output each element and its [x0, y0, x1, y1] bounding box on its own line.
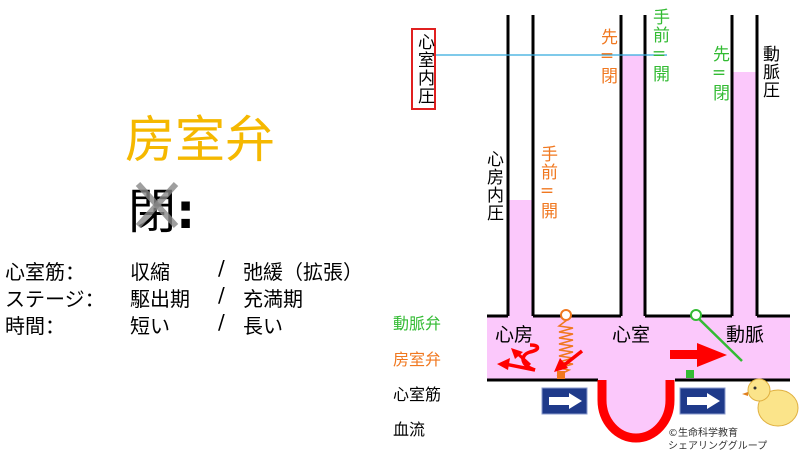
arterial-pressure-label: 動脈圧 — [759, 45, 779, 99]
row-option-a: 収縮 — [130, 260, 170, 284]
row-label: 心室筋： — [5, 260, 85, 284]
legend-ventricle-muscle: 心室筋 — [393, 385, 442, 404]
valve-state-colon: : — [176, 184, 196, 240]
cross-mark-icon — [130, 176, 180, 230]
row-option-b: 弛緩（拡張） — [243, 260, 363, 284]
legend-blood-flow: 血流 — [393, 420, 426, 439]
arterial-far-closed-label: 先=閉 — [709, 45, 729, 102]
blood-flow-arrows — [497, 343, 727, 372]
arterial-pressure-fill — [733, 72, 756, 316]
row-separator: / — [218, 256, 225, 280]
row-option-b: 充満期 — [243, 287, 303, 311]
legend-arterial-valve: 動脈弁 — [393, 314, 442, 333]
one-way-sign-icon — [541, 387, 588, 415]
row-label: ステージ： — [5, 287, 105, 311]
copyright-line: シェアリンググループ — [668, 441, 768, 452]
row-option-b: 長い — [243, 314, 283, 338]
av-far-closed-label: 先=閉 — [597, 28, 617, 85]
atrium-pressure-fill — [509, 200, 532, 316]
av-valve-icon — [556, 309, 574, 379]
chick-mascot-icon — [742, 378, 799, 427]
copyright: ©生命科学教育 シェアリンググループ — [668, 427, 767, 453]
valve-title: 房室弁 — [125, 111, 275, 169]
one-way-sign-icon — [679, 387, 726, 415]
row-label: 時間： — [5, 314, 65, 338]
valve-state: 閉: — [128, 172, 195, 242]
row-separator: / — [218, 283, 225, 307]
ventricle-pressure-label: 心室内圧 — [411, 28, 436, 110]
artery-label: 動脈 — [726, 324, 765, 346]
arterial-near-open-label: 手前=開 — [649, 8, 669, 83]
legend-av-valve: 房室弁 — [393, 350, 442, 369]
ventricle-pressure-fill — [622, 55, 644, 316]
pressure-tubes — [487, 15, 790, 382]
row-option-a: 短い — [130, 314, 170, 338]
copyright-line: ©生命科学教育 — [668, 428, 738, 439]
row-option-a: 駆出期 — [130, 287, 190, 311]
atrium-pressure-label: 心房内圧 — [483, 150, 503, 222]
av-near-open-label: 手前=開 — [537, 145, 557, 220]
arterial-valve-icon — [686, 309, 743, 378]
atrium-label: 心房 — [495, 324, 534, 346]
ventricle-label: 心室 — [612, 324, 651, 346]
row-separator: / — [218, 310, 225, 334]
ventricle-muscle — [597, 380, 675, 443]
